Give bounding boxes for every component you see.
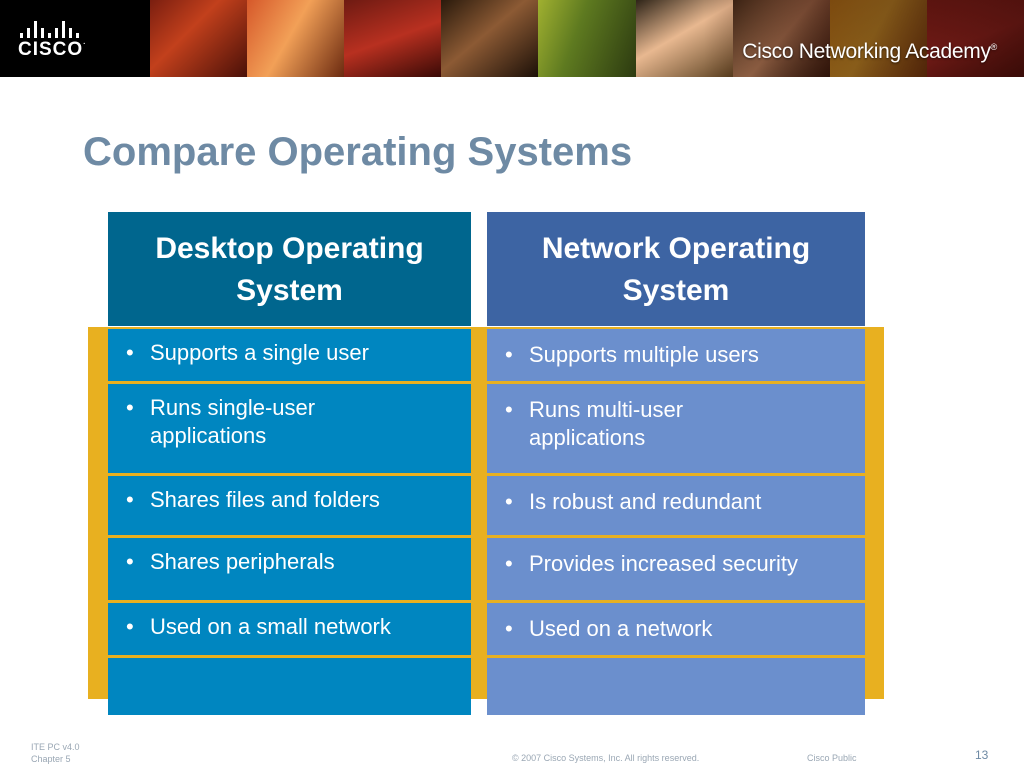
desktop-cell-empty [108,658,471,715]
network-cell: •Supports multiple users [487,329,865,381]
banner-gradient-overlay [704,0,1024,77]
network-cell: •Provides increased security [487,538,865,600]
footer-course: ITE PC v4.0 [31,742,80,752]
banner-photo [441,0,539,77]
cisco-bridge-icon [20,20,90,38]
banner-photo [247,0,345,77]
cisco-wordmark: CISCO. [18,39,87,60]
footer-chapter: Chapter 5 [31,754,71,764]
banner-photo [344,0,442,77]
banner-photo [150,0,248,77]
footer-course-info: ITE PC v4.0 Chapter 5 [31,741,80,765]
network-cell: •Is robust and redundant [487,476,865,535]
cisco-logo: CISCO. [0,0,150,77]
header-banner: CISCO. Cisco Networking Academy® [0,0,1024,77]
desktop-cell: •Shares files and folders [108,476,471,535]
desktop-cell: •Used on a small network [108,603,471,655]
banner-photo [538,0,636,77]
page-number: 13 [975,748,989,762]
footer-copyright: © 2007 Cisco Systems, Inc. All rights re… [512,753,700,763]
footer-classification: Cisco Public [807,753,857,763]
desktop-cell: •Supports a single user [108,329,471,381]
network-cell-empty [487,658,865,715]
slide-title: Compare Operating Systems [83,130,633,174]
network-cell: •Used on a network [487,603,865,655]
academy-wordmark: Cisco Networking Academy® [742,40,997,63]
desktop-cell: •Shares peripherals [108,538,471,600]
